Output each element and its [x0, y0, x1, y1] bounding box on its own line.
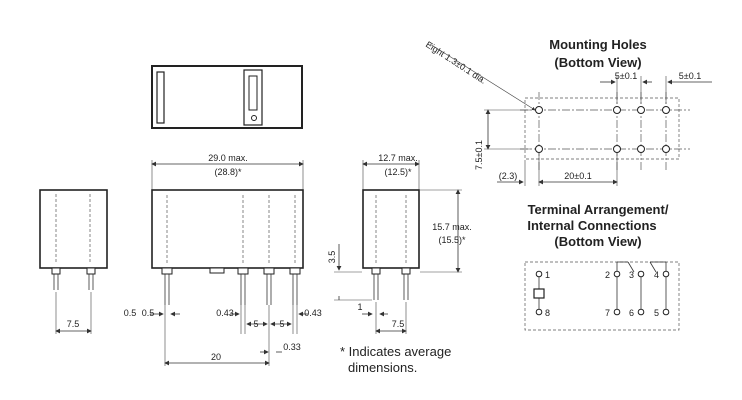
footnote-line-1: * Indicates average: [340, 344, 451, 359]
side-height-avg: (15.5)*: [438, 235, 466, 245]
pin-thickness-1: 0.43: [216, 308, 234, 318]
pin-label-8: 8: [545, 308, 550, 318]
side-height-max: 15.7 max.: [432, 222, 472, 232]
hole-row-pitch: 7.5±0.1: [474, 140, 484, 170]
pin-label-7: 7: [605, 308, 610, 318]
pin-pitch-2: 5: [279, 319, 284, 329]
side-pin-width-label: 1: [357, 302, 362, 312]
pin-label-6: 6: [629, 308, 634, 318]
hole-pitch-x-2: 5±0.1: [679, 71, 701, 81]
mounting-holes-view: Mounting Holes (Bottom View) Eight 1.3±0…: [424, 37, 712, 186]
side-depth-avg: (12.5)*: [384, 167, 412, 177]
pin-label-5: 5: [654, 308, 659, 318]
side-view: 12.7 max. (12.5)* 15.7 max. (15.5)* 3.5 …: [327, 153, 472, 334]
front-view: 29.0 max. (28.8)* 0.5 0.5: [124, 153, 322, 366]
top-outline-view: [151, 65, 303, 129]
front-span-label: 20: [211, 352, 221, 362]
front-width-max: 29.0 max.: [208, 153, 248, 163]
pin-thickness-2: 0.43: [304, 308, 322, 318]
pin-label-4: 4: [654, 270, 659, 280]
footnote-line-2: dimensions.: [348, 360, 417, 375]
front-width-avg: (28.8)*: [214, 167, 242, 177]
left-end-view: 7.5: [39, 189, 108, 334]
pin-pitch-1: 5: [253, 319, 258, 329]
pin-label-3: 3: [629, 270, 634, 280]
hole-edge-offset: (2.3): [499, 171, 518, 181]
mounting-holes-title-2: (Bottom View): [554, 55, 641, 70]
side-pin-pitch-label: 7.5: [392, 319, 405, 329]
pin-offset-label: 0.33: [283, 342, 301, 352]
pin-width-left-a: 0.5: [124, 308, 137, 318]
terminal-arrangement-view: Terminal Arrangement/ Internal Connectio…: [524, 202, 680, 331]
terminal-title-2: Internal Connections: [527, 218, 656, 233]
pin-length-label: 3.5: [327, 251, 337, 264]
hole-pitch-x-1: 5±0.1: [615, 71, 637, 81]
pin-width-left-b: 0.5: [142, 308, 155, 318]
pin-label-1: 1: [545, 270, 550, 280]
left-pin-pitch-label: 7.5: [67, 319, 80, 329]
pin-label-2: 2: [605, 270, 610, 280]
mounting-holes-title-1: Mounting Holes: [549, 37, 647, 52]
hole-span: 20±0.1: [564, 171, 591, 181]
terminal-title-3: (Bottom View): [554, 234, 641, 249]
terminal-title-1: Terminal Arrangement/: [528, 202, 669, 217]
side-depth-max: 12.7 max.: [378, 153, 418, 163]
